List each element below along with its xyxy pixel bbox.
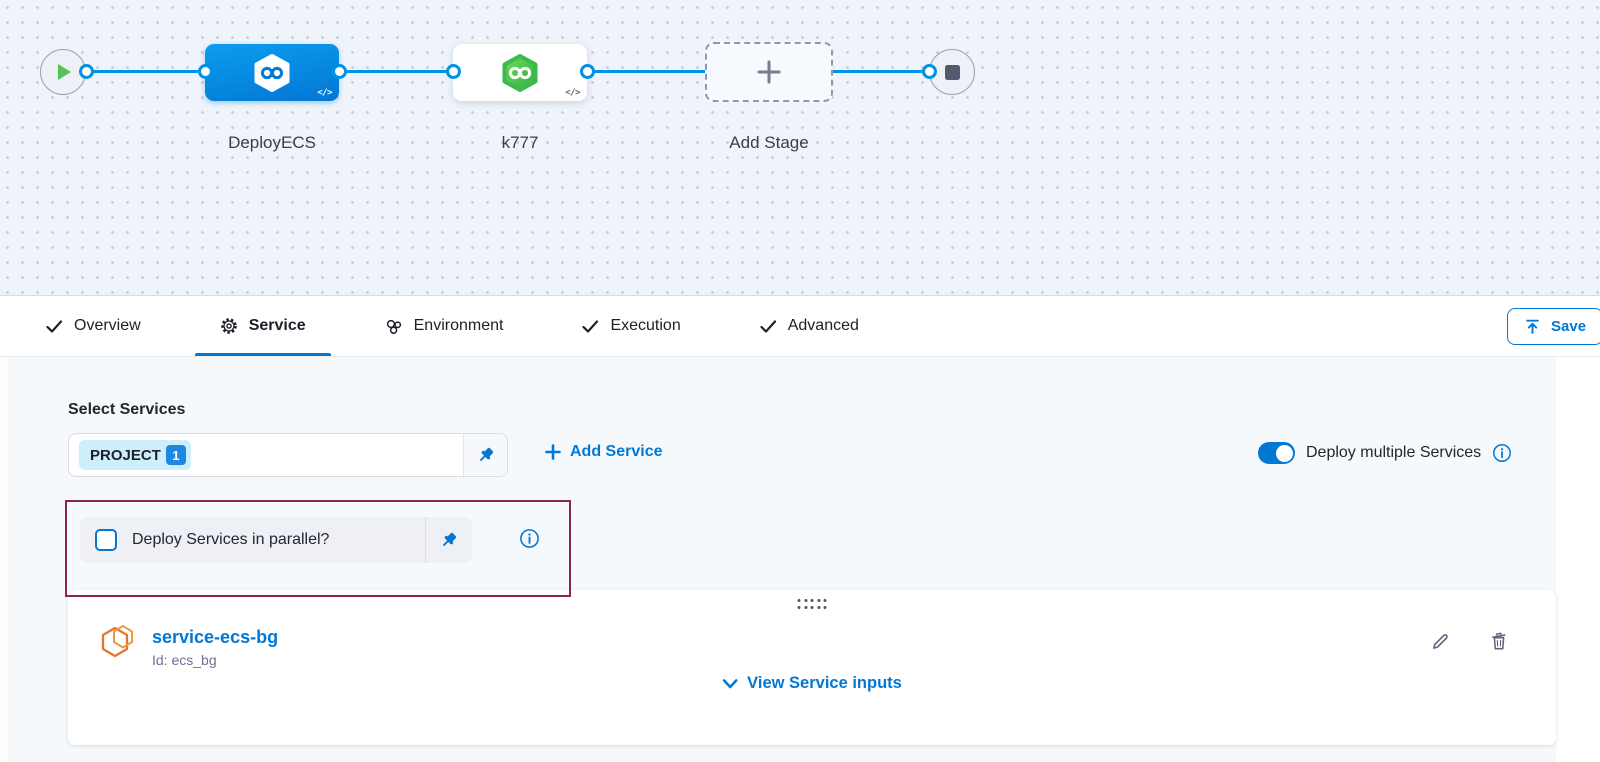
info-button[interactable] [519, 528, 540, 549]
pipeline-canvas: </> </> DeployECS k777 Add Stage [0, 0, 1600, 296]
gear-icon [220, 317, 238, 335]
deploy-multiple-toggle[interactable] [1258, 442, 1295, 464]
play-icon [58, 64, 71, 80]
stage-label-deployecs: DeployECS [187, 133, 357, 153]
harness-logo-icon [252, 53, 292, 93]
connector-point [580, 64, 595, 79]
delete-service-button[interactable] [1488, 630, 1510, 652]
connector-point [79, 64, 94, 79]
upload-icon [1524, 318, 1541, 335]
tab-label: Execution [610, 317, 680, 335]
service-name-link[interactable]: service-ecs-bg [152, 627, 278, 648]
trash-icon [1488, 630, 1510, 652]
yaml-code-badge: </> [565, 88, 580, 98]
tab-label: Advanced [788, 317, 859, 335]
stop-icon [945, 65, 960, 80]
yaml-code-badge: </> [317, 88, 332, 98]
toggle-knob [1276, 445, 1293, 462]
connector-point [446, 64, 461, 79]
info-icon[interactable] [1492, 443, 1512, 463]
annotation-highlight-box: Deploy Services in parallel? [65, 500, 571, 597]
edit-service-button[interactable] [1430, 630, 1452, 652]
service-hexagon-icon [98, 622, 138, 662]
tab-advanced[interactable]: Advanced [735, 296, 884, 356]
environment-cluster-icon [385, 318, 403, 335]
chip-label: PROJECT [90, 447, 161, 464]
deploy-parallel-field: Deploy Services in parallel? [80, 517, 472, 563]
select-services-label: Select Services [68, 401, 185, 419]
service-identity: service-ecs-bg Id: ecs_bg [152, 627, 278, 668]
add-stage-button[interactable] [705, 42, 833, 102]
project-scope-chip[interactable]: PROJECT 1 [79, 440, 191, 470]
check-icon [46, 319, 63, 334]
save-button-label: Save [1551, 318, 1586, 335]
view-inputs-label: View Service inputs [747, 674, 902, 693]
services-multiselect-input[interactable]: PROJECT 1 [68, 433, 508, 477]
connector-point [332, 64, 347, 79]
right-gutter [1556, 357, 1600, 762]
stage-tabbar: Overview Service Environment Execution A… [0, 296, 1600, 357]
plus-icon [755, 58, 783, 86]
pin-button[interactable] [425, 517, 472, 563]
pin-icon [477, 446, 495, 464]
add-stage-label: Add Stage [684, 133, 854, 153]
deploy-multiple-label: Deploy multiple Services [1306, 444, 1481, 462]
deploy-parallel-label: Deploy Services in parallel? [132, 531, 329, 549]
deploy-parallel-checkbox[interactable] [95, 529, 117, 551]
drag-handle[interactable] [798, 599, 827, 609]
add-service-label: Add Service [570, 443, 662, 461]
tab-label: Environment [414, 317, 504, 335]
tab-label: Service [249, 317, 306, 335]
chevron-down-icon [722, 678, 738, 690]
deploy-multiple-row: Deploy multiple Services [1258, 442, 1512, 464]
tab-overview[interactable]: Overview [21, 296, 166, 356]
tab-execution[interactable]: Execution [557, 296, 705, 356]
pin-icon [440, 531, 458, 549]
save-button[interactable]: Save [1507, 308, 1600, 345]
add-service-button[interactable]: Add Service [545, 443, 662, 461]
info-icon [519, 528, 540, 549]
service-card: service-ecs-bg Id: ecs_bg View Service i… [68, 590, 1556, 745]
stage-node-k777[interactable]: </> [453, 44, 587, 101]
tab-environment[interactable]: Environment [360, 296, 529, 356]
check-icon [760, 319, 777, 334]
chip-count-badge: 1 [166, 445, 186, 465]
connector-point [922, 64, 937, 79]
pin-button[interactable] [463, 434, 507, 476]
service-tab-panel: Select Services PROJECT 1 Add Service [0, 357, 1600, 762]
service-id-text: Id: ecs_bg [152, 652, 278, 668]
tab-label: Overview [74, 317, 141, 335]
pencil-icon [1430, 630, 1452, 652]
stage-label-k777: k777 [435, 133, 605, 153]
check-icon [582, 319, 599, 334]
plus-icon [545, 444, 561, 460]
harness-logo-icon [500, 53, 540, 93]
tab-service[interactable]: Service [195, 296, 331, 356]
left-gutter [0, 357, 8, 762]
connector-point [198, 64, 213, 79]
stage-node-deployecs[interactable]: </> [205, 44, 339, 101]
view-service-inputs-button[interactable]: View Service inputs [722, 674, 902, 693]
